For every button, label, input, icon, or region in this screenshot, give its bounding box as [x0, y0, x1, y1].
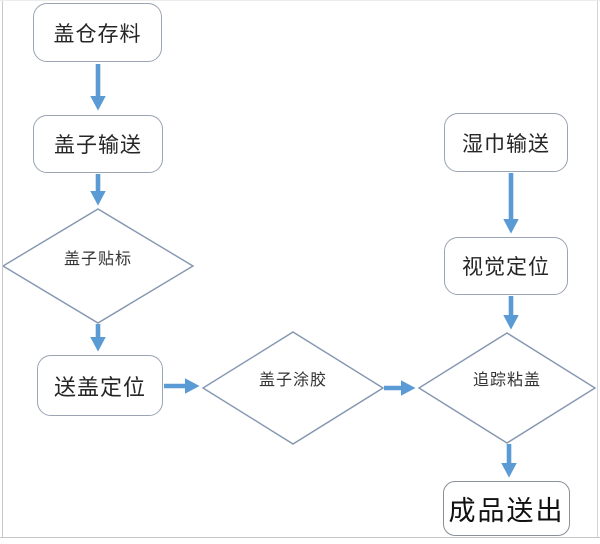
node-wipes-conveying-label: 湿巾输送: [462, 132, 550, 156]
node-cap-positioning-label: 送盖定位: [53, 374, 146, 400]
frame-bottom-edge: [0, 537, 600, 538]
node-vision-positioning: 视觉定位: [444, 237, 568, 295]
node-vision-positioning-label: 视觉定位: [462, 256, 550, 279]
node-cap-conveying: 盖子输送: [33, 115, 163, 173]
frame-right-edge: [597, 0, 598, 538]
node-product-output-label: 成品送出: [448, 496, 565, 527]
node-cap-positioning: 送盖定位: [37, 355, 163, 416]
node-product-output: 成品送出: [443, 481, 570, 536]
node-cap-conveying-label: 盖子输送: [54, 134, 142, 157]
decision-cap-labeling-label: 盖子贴标: [63, 251, 133, 268]
decision-cap-labeling-shape: [1, 208, 195, 324]
decision-tracking-capping-label: 追踪粘盖: [472, 372, 542, 389]
frame-left-edge: [2, 0, 3, 538]
frame-top-edge: [0, 0, 600, 1]
node-cap-storage: 盖仓存料: [33, 3, 162, 62]
node-cap-storage-label: 盖仓存料: [53, 22, 142, 46]
decision-tracking-capping-shape: [417, 332, 597, 444]
decision-cap-gluing-shape: [201, 331, 385, 445]
decision-cap-gluing-label: 盖子涂胶: [258, 372, 328, 389]
node-wipes-conveying: 湿巾输送: [444, 113, 568, 172]
